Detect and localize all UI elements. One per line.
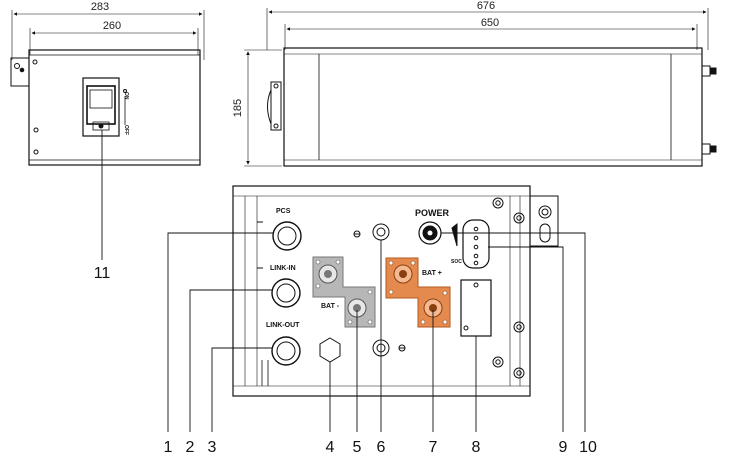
- side-inner-width: 260: [103, 20, 121, 32]
- callout-10: 10: [579, 439, 597, 456]
- top-view: [244, 8, 717, 167]
- link-out-label: LINK-OUT: [266, 322, 300, 329]
- soc-label: SOC: [451, 259, 462, 265]
- link-in-label: LINK-IN: [270, 265, 296, 272]
- callout-5: 5: [353, 439, 362, 456]
- side-view: [10, 10, 205, 166]
- callout-4: 4: [326, 439, 335, 456]
- callout-11: 11: [94, 265, 111, 282]
- callout-1: 1: [164, 439, 173, 456]
- power-label: POWER: [415, 208, 450, 218]
- height-dimension: 185: [232, 99, 244, 117]
- top-total-width: 676: [477, 0, 495, 12]
- switch-on-label: ON: [123, 92, 129, 100]
- callout-8: 8: [472, 439, 481, 456]
- bat-negative-label: BAT -: [321, 303, 340, 310]
- side-total-width: 283: [91, 1, 109, 13]
- switch-off-label: OFF: [123, 125, 129, 135]
- callout-leaders: [101, 130, 586, 432]
- callout-3: 3: [208, 439, 217, 456]
- callout-6: 6: [377, 439, 386, 456]
- pcs-label: PCS: [276, 208, 291, 215]
- bat-positive-terminal: [385, 257, 451, 328]
- callout-7: 7: [429, 439, 438, 456]
- bat-negative-terminal: [312, 256, 376, 328]
- top-inner-width: 650: [481, 17, 499, 29]
- callout-2: 2: [186, 439, 195, 456]
- bat-positive-label: BAT +: [422, 270, 442, 277]
- callout-9: 9: [559, 439, 568, 456]
